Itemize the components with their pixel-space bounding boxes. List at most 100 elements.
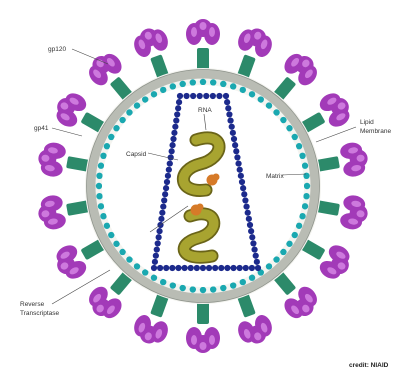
envelope-glycoprotein-spike-icon — [36, 140, 94, 183]
leader-line — [316, 127, 356, 142]
capsid-bead — [160, 203, 166, 209]
capsid-bead — [232, 142, 238, 148]
capsid-bead — [254, 259, 260, 265]
matrix-bead — [96, 183, 102, 189]
matrix-bead — [210, 79, 216, 85]
matrix-bead — [96, 173, 102, 179]
capsid-bead — [245, 210, 251, 216]
capsid-bead — [169, 142, 175, 148]
capsid-bead — [163, 185, 169, 191]
capsid-bead — [156, 228, 162, 234]
capsid-bead — [168, 154, 174, 160]
capsid-bead — [200, 265, 206, 271]
capsid-bead — [171, 130, 177, 136]
matrix-bead — [304, 183, 310, 189]
gp120-head — [339, 194, 371, 232]
capsid-bead — [231, 136, 237, 142]
matrix-bead — [96, 193, 102, 199]
capsid-bead — [173, 117, 179, 123]
matrix-bead — [240, 87, 246, 93]
matrix-bead — [190, 79, 196, 85]
capsid-bead — [158, 216, 164, 222]
matrix-bead — [98, 163, 104, 169]
matrix-bead — [200, 79, 206, 85]
gp120-head — [186, 327, 220, 353]
capsid-bead — [212, 265, 218, 271]
capsid-bead — [224, 99, 230, 105]
capsid-bead — [163, 265, 169, 271]
matrix-bead — [230, 83, 236, 89]
capsid-bead — [175, 105, 181, 111]
matrix-bead — [220, 81, 226, 87]
gp120-head — [235, 23, 276, 59]
matrix-bead — [100, 153, 106, 159]
capsid-bead — [165, 173, 171, 179]
capsid-bead — [166, 167, 172, 173]
matrix-bead — [104, 143, 110, 149]
capsid-bead — [174, 111, 180, 117]
capsid-bead — [243, 203, 249, 209]
capsid-bead — [230, 130, 236, 136]
matrix-bead — [220, 285, 226, 291]
gp120-head — [186, 19, 220, 45]
capsid-bead — [237, 167, 243, 173]
capsid-bead — [223, 93, 229, 99]
capsid-bead — [255, 265, 261, 271]
capsid-bead — [225, 105, 231, 111]
capsid-bead — [152, 259, 158, 265]
label-gp41: gp41 — [34, 125, 49, 132]
label-lipid-membrane-line1: Lipid — [360, 119, 374, 126]
label-gp120: gp120 — [48, 46, 66, 53]
matrix-bead — [299, 153, 305, 159]
matrix-bead — [303, 173, 309, 179]
capsid-bead — [161, 197, 167, 203]
capsid-bead — [175, 265, 181, 271]
gp120-head — [36, 194, 68, 232]
label-lipid-membrane-line2: Membrane — [360, 128, 391, 135]
matrix-bead — [299, 213, 305, 219]
capsid-bead — [229, 124, 235, 130]
gp120-head — [36, 140, 68, 178]
capsid-bead — [203, 93, 209, 99]
capsid-bead — [241, 191, 247, 197]
capsid-bead — [156, 234, 162, 240]
envelope-glycoprotein-spike-icon — [36, 189, 94, 232]
capsid-bead — [170, 136, 176, 142]
capsid-bead — [227, 117, 233, 123]
capsid-bead — [181, 265, 187, 271]
matrix-bead — [210, 286, 216, 292]
capsid-bead — [235, 160, 241, 166]
matrix-bead — [98, 203, 104, 209]
matrix-bead — [160, 87, 166, 93]
image-credit: credit: NIAID — [349, 362, 389, 369]
capsid-bead — [162, 191, 168, 197]
capsid-bead — [154, 246, 160, 252]
matrix-bead — [296, 223, 302, 229]
gp120-head — [339, 140, 371, 178]
capsid-bead — [253, 253, 259, 259]
envelope-glycoprotein-spike-icon — [312, 140, 370, 183]
capsid-bead — [210, 93, 216, 99]
capsid-bead — [248, 228, 254, 234]
capsid-bead — [250, 240, 256, 246]
capsid-bead — [249, 234, 255, 240]
gp120-head — [130, 23, 171, 59]
capsid-bead — [190, 93, 196, 99]
capsid-bead — [251, 246, 257, 252]
capsid-bead — [164, 179, 170, 185]
capsid-bead — [246, 216, 252, 222]
capsid-bead — [194, 265, 200, 271]
capsid-bead — [169, 265, 175, 271]
matrix-bead — [302, 163, 308, 169]
capsid-bead — [234, 154, 240, 160]
capsid-bead — [240, 185, 246, 191]
capsid-bead — [206, 265, 212, 271]
capsid-bead — [167, 160, 173, 166]
capsid-bead — [197, 93, 203, 99]
matrix-bead — [160, 279, 166, 285]
matrix-bead — [303, 193, 309, 199]
capsid-bead — [249, 265, 255, 271]
label-reverse-transcriptase-line2: Transcriptase — [20, 310, 60, 317]
matrix-bead — [100, 213, 106, 219]
